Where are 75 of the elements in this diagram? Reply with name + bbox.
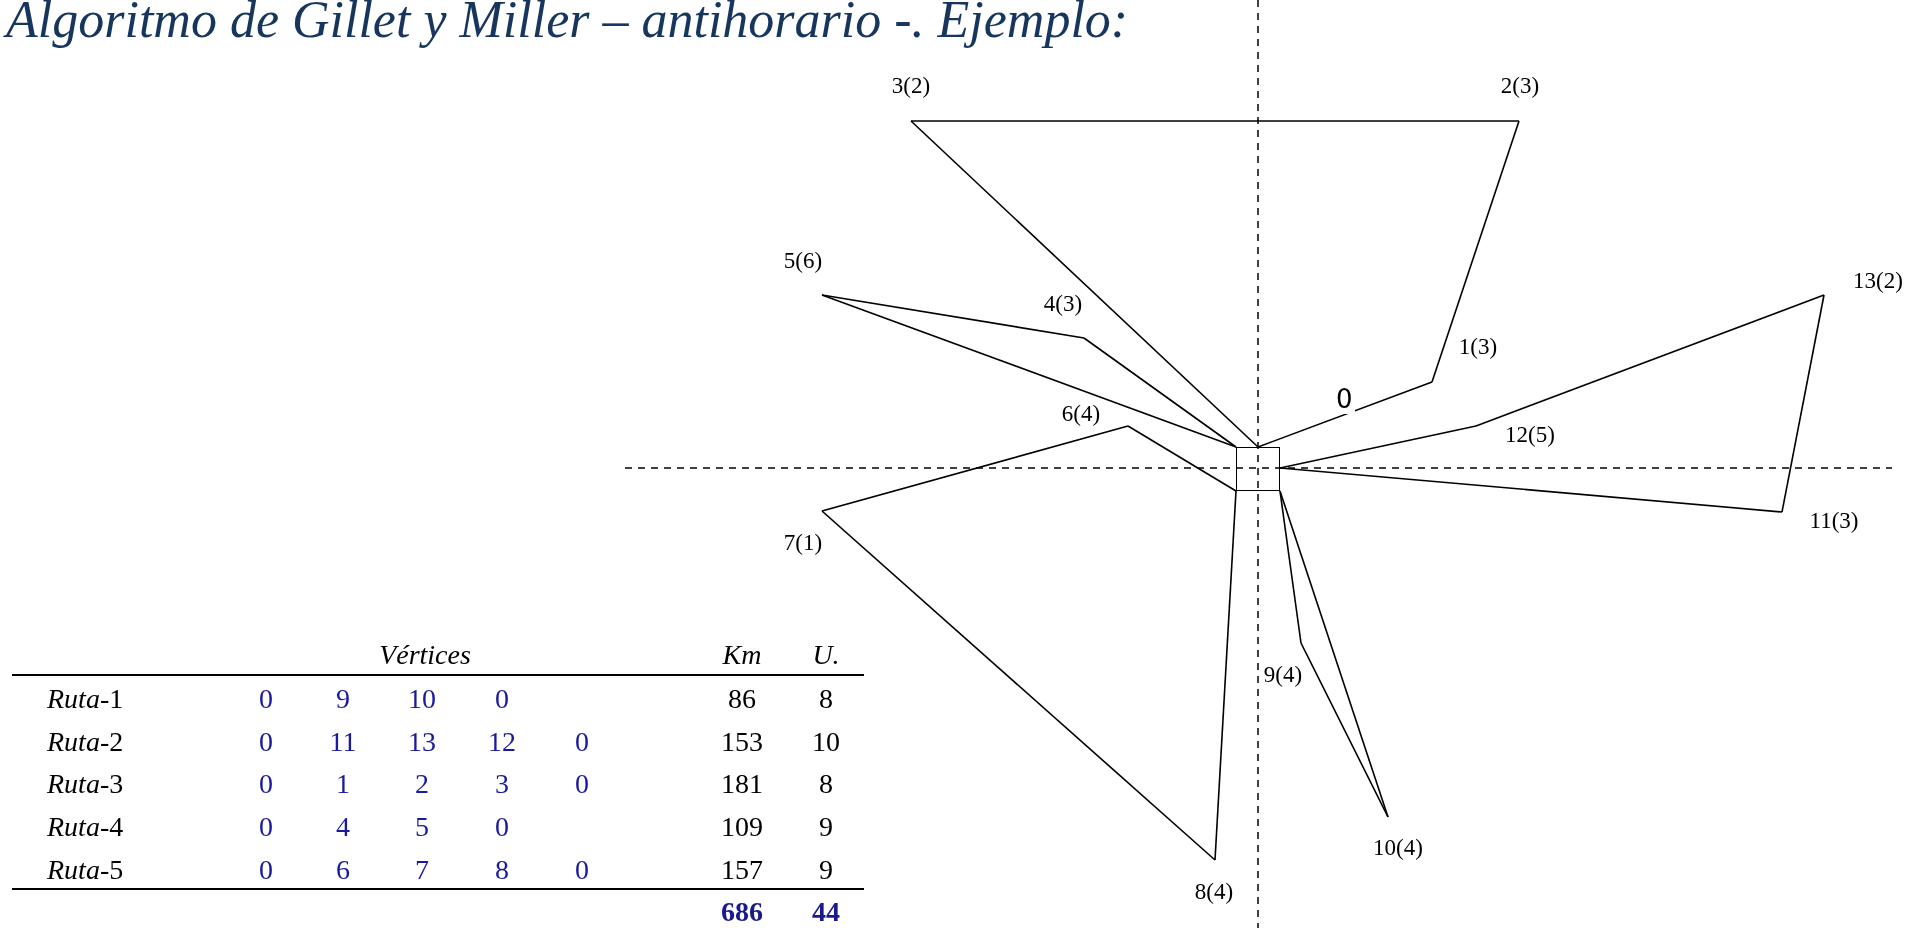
table-cell-text: 12 [488, 726, 516, 758]
table-cell-text: 8 [495, 854, 509, 886]
table-cell-text: Vértices [379, 639, 471, 671]
route-line [1257, 381, 1433, 448]
table-cell-text: Ruta-1 [47, 683, 124, 715]
table-cell-text: Km [722, 639, 762, 671]
table-cell-text: 3 [495, 768, 509, 800]
table-cell-text: 2 [415, 768, 429, 800]
vertex-label: 13(2) [1853, 268, 1903, 294]
depot-square [1236, 447, 1280, 491]
table-cell-text: 7 [415, 854, 429, 886]
table-cell-text: 5 [415, 811, 429, 843]
vertex-label: 5(6) [783, 248, 823, 274]
table-cell-text: 0 [575, 768, 589, 800]
table-cell-text: 0 [259, 768, 273, 800]
table-cell-text: 4 [336, 811, 350, 843]
route-line [821, 425, 1129, 512]
table-cell-text: 10 [812, 726, 840, 758]
table-cell-text: 181 [721, 768, 763, 800]
table-cell-text: 686 [721, 896, 763, 928]
table-cell-text: 109 [721, 811, 763, 843]
table-cell-text: 8 [819, 768, 833, 800]
vertex-label: 9(4) [1263, 662, 1303, 688]
table-cell-text: 86 [728, 683, 756, 715]
table-cell-text: 6 [336, 854, 350, 886]
vertex-label: 8(4) [1194, 879, 1234, 905]
route-line [1279, 490, 1302, 644]
table-cell-text: 1 [336, 768, 350, 800]
table-cell-text: 9 [336, 683, 350, 715]
route-line [1431, 120, 1520, 383]
table-cell-text: 8 [819, 683, 833, 715]
table-cell-text: 0 [495, 811, 509, 843]
table-cell-text: U. [812, 639, 840, 671]
vertex-label: 4(3) [1043, 291, 1083, 317]
table-cell-text: 0 [259, 811, 273, 843]
route-line [1279, 490, 1389, 818]
route-line [1127, 425, 1237, 492]
route-line [1083, 337, 1237, 448]
route-line [821, 294, 1085, 339]
route-line [1300, 642, 1389, 818]
route-line [1475, 294, 1825, 427]
vertex-label: 12(5) [1505, 422, 1555, 448]
table-cell-text: 0 [259, 854, 273, 886]
table-cell-text: 11 [329, 726, 357, 758]
table-cell-text: 13 [408, 726, 436, 758]
table-cell-text: 0 [259, 726, 273, 758]
table-cell-text: 44 [812, 896, 840, 928]
route-line [1279, 467, 1783, 513]
table-cell-text: 0 [575, 726, 589, 758]
table-cell-text: 0 [495, 683, 509, 715]
route-line [1214, 490, 1237, 861]
route-line [1781, 294, 1825, 513]
route-line [1279, 425, 1477, 469]
table-cell-text: 9 [819, 854, 833, 886]
route-line [910, 120, 1520, 122]
table-cell-text: 0 [575, 854, 589, 886]
route-line [910, 120, 1259, 448]
vertex-label: 11(3) [1809, 508, 1859, 534]
vertex-label: 6(4) [1061, 401, 1101, 427]
table-cell-text: Ruta-4 [47, 811, 124, 843]
table-cell-text: 153 [721, 726, 763, 758]
table-cell-text: 0 [259, 683, 273, 715]
table-cell-text: Ruta-3 [47, 768, 124, 800]
vertex-label: 3(2) [891, 73, 931, 99]
vertex-label: 10(4) [1373, 835, 1423, 861]
vertex-label: 7(1) [783, 530, 823, 556]
vertex-label: 2(3) [1500, 73, 1540, 99]
table-cell-text: Ruta-2 [47, 726, 124, 758]
table-cell-text: 10 [408, 683, 436, 715]
table-cell-text: 9 [819, 811, 833, 843]
route-line [821, 510, 1216, 861]
vertex-label: 1(3) [1458, 334, 1498, 360]
table-cell-text: 157 [721, 854, 763, 886]
route-line [821, 294, 1237, 448]
table-cell-text: Ruta-5 [47, 854, 124, 886]
